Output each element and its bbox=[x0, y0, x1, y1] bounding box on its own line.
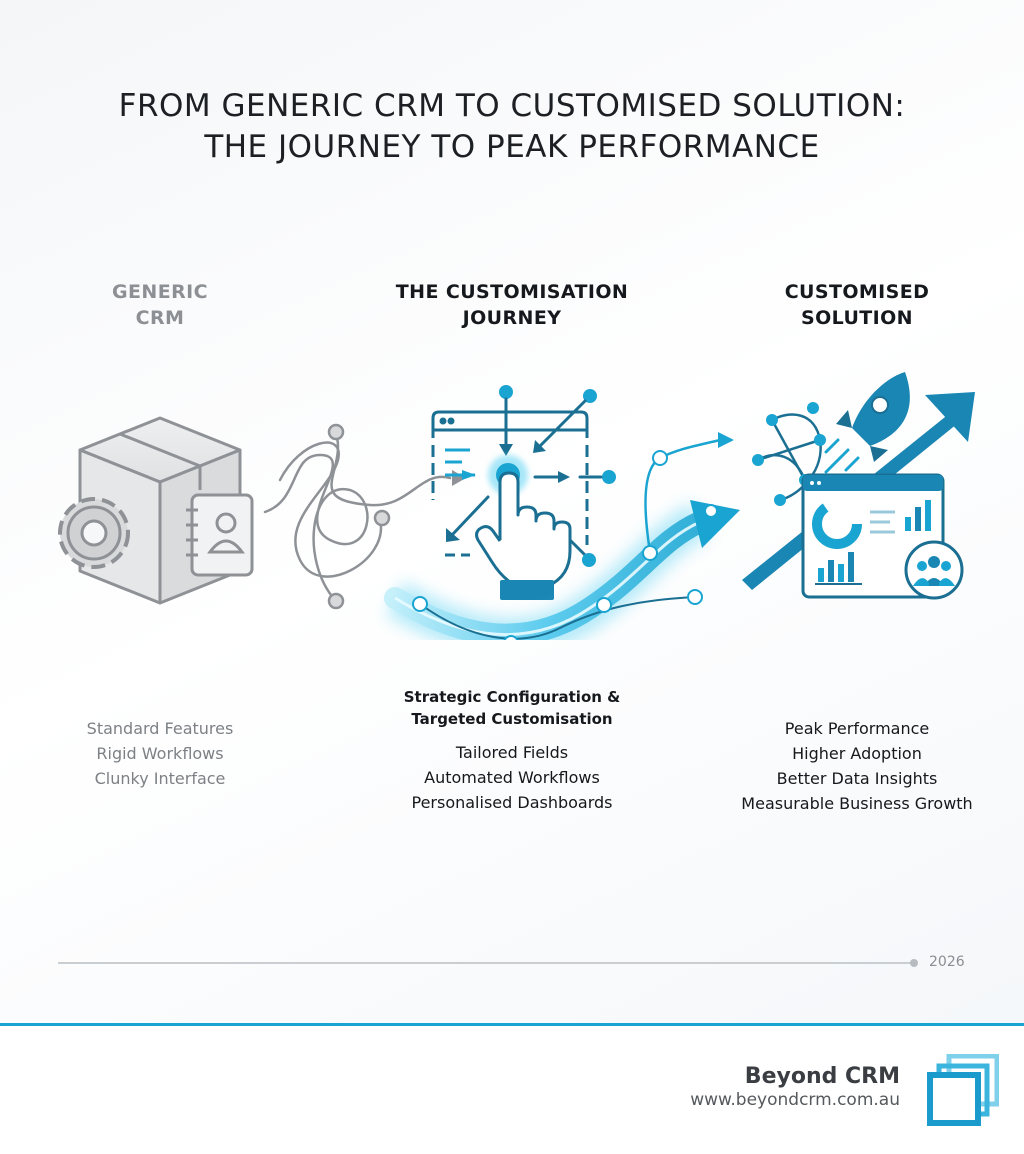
list-item: Better Data Insights bbox=[776, 769, 938, 788]
browser-window-icon bbox=[431, 410, 589, 557]
footer bbox=[0, 1026, 1024, 1154]
title-line-2: THE JOURNEY TO PEAK PERFORMANCE bbox=[204, 129, 820, 165]
solution-heading-line-2: SOLUTION bbox=[801, 307, 913, 329]
list-item: Higher Adoption bbox=[792, 744, 922, 763]
timeline-marker bbox=[910, 959, 918, 967]
list-item: Automated Workflows bbox=[424, 768, 600, 787]
solution-benefits: Peak Performance Higher Adoption Better … bbox=[720, 716, 994, 816]
generic-crm-heading-line-1: GENERIC bbox=[112, 281, 208, 303]
list-item: Measurable Business Growth bbox=[741, 794, 973, 813]
generic-crm-features: Standard Features Rigid Workflows Clunky… bbox=[40, 716, 280, 791]
team-icon bbox=[904, 540, 964, 600]
title-line-1: FROM GENERIC CRM TO CUSTOMISED SOLUTION: bbox=[118, 88, 906, 124]
journey-features: Tailored Fields Automated Workflows Pers… bbox=[362, 740, 662, 815]
page-title: FROM GENERIC CRM TO CUSTOMISED SOLUTION:… bbox=[0, 86, 1024, 168]
list-item: Clunky Interface bbox=[94, 769, 226, 788]
customised-solution-heading: CUSTOMISED SOLUTION bbox=[728, 279, 986, 331]
pointing-hand-icon bbox=[475, 455, 572, 600]
journey-subheading: Strategic Configuration & Targeted Custo… bbox=[362, 686, 662, 730]
list-item: Standard Features bbox=[86, 719, 234, 738]
journey-path-ribbon bbox=[384, 432, 740, 640]
journey-subheading-line-2: Targeted Customisation bbox=[411, 710, 613, 728]
list-item: Tailored Fields bbox=[455, 743, 569, 762]
generic-crm-heading: GENERIC CRM bbox=[60, 279, 260, 331]
network-arrows-icon bbox=[446, 385, 616, 567]
brand-name: Beyond CRM bbox=[744, 1064, 900, 1089]
gear-icon bbox=[58, 497, 130, 569]
journey-subheading-line-1: Strategic Configuration & bbox=[403, 688, 621, 706]
journey-heading-line-2: JOURNEY bbox=[462, 307, 562, 329]
journey-heading-line-1: THE CUSTOMISATION bbox=[395, 281, 629, 303]
footer-divider bbox=[0, 1023, 1024, 1026]
timeline-year: 2026 bbox=[929, 954, 965, 970]
contact-card-icon bbox=[186, 493, 254, 577]
list-item: Rigid Workflows bbox=[96, 744, 224, 763]
list-item: Peak Performance bbox=[784, 719, 930, 738]
rocket-icon bbox=[824, 372, 910, 474]
brand-url[interactable]: www.beyondcrm.com.au bbox=[690, 1090, 900, 1110]
customisation-journey-heading: THE CUSTOMISATION JOURNEY bbox=[362, 279, 662, 331]
tangled-path-icon bbox=[263, 423, 466, 610]
list-item: Personalised Dashboards bbox=[411, 793, 613, 812]
generic-crm-heading-line-2: CRM bbox=[135, 307, 185, 329]
timeline-line bbox=[58, 962, 913, 964]
beyond-crm-logo-icon bbox=[927, 1054, 999, 1126]
journey-illustration bbox=[58, 372, 975, 640]
solution-heading-line-1: CUSTOMISED bbox=[784, 281, 930, 303]
